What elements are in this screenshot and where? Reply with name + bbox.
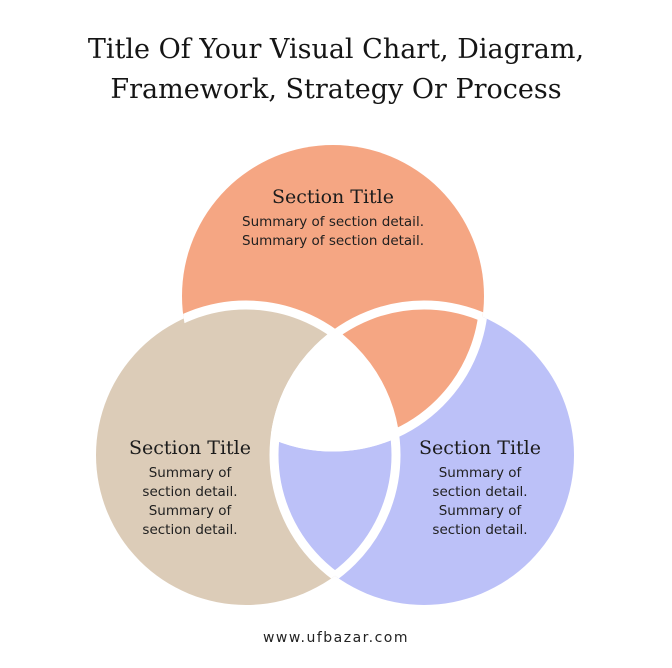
section-summary-line: Summary of bbox=[438, 503, 522, 519]
section-summary-line: Summary of bbox=[148, 465, 232, 481]
section-summary-line: Summary of section detail. bbox=[242, 214, 424, 230]
section-right: Section Title Summary of section detail.… bbox=[405, 436, 555, 540]
section-summary-line: Summary of bbox=[148, 503, 232, 519]
section-summary-line: section detail. bbox=[432, 522, 528, 538]
diagram-title: Title Of Your Visual Chart, Diagram, Fra… bbox=[0, 30, 672, 110]
overlap-center bbox=[274, 305, 396, 447]
title-line-1: Title Of Your Visual Chart, Diagram, bbox=[87, 34, 585, 65]
section-summary-line: section detail. bbox=[432, 484, 528, 500]
section-title: Section Title bbox=[418, 437, 542, 459]
section-title: Section Title bbox=[128, 437, 252, 459]
section-title: Section Title bbox=[271, 186, 395, 208]
footer-url: www.ufbazar.com bbox=[262, 630, 410, 646]
section-summary-line: Summary of bbox=[438, 465, 522, 481]
section-summary-line: section detail. bbox=[142, 484, 238, 500]
title-line-2: Framework, Strategy Or Process bbox=[110, 74, 562, 105]
section-left: Section Title Summary of section detail.… bbox=[115, 436, 265, 540]
section-top: Section Title Summary of section detail.… bbox=[213, 185, 453, 251]
section-summary-line: Summary of section detail. bbox=[242, 233, 424, 249]
section-summary-line: section detail. bbox=[142, 522, 238, 538]
